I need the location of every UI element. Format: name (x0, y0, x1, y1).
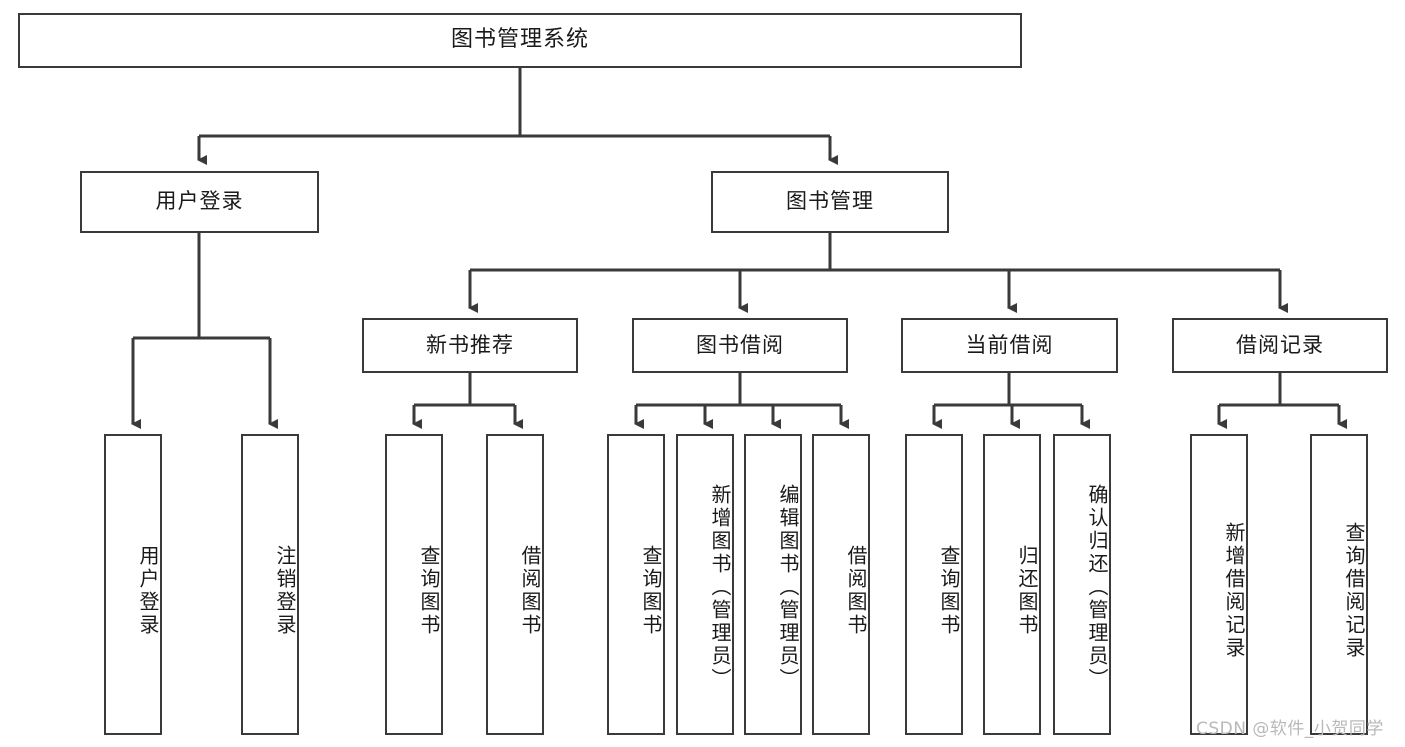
node-root[interactable]: 图书管理系统 (18, 13, 1022, 68)
node-borrow-record[interactable]: 借阅记录 (1172, 318, 1388, 373)
node-leaf-query-book-borrow[interactable]: 查询图书 (607, 434, 665, 735)
csdn-watermark: CSDN @软件_小贺同学 (1196, 719, 1384, 739)
node-book-manage[interactable]: 图书管理 (711, 171, 949, 233)
node-leaf-return-book[interactable]: 归还图书 (983, 434, 1041, 735)
node-new-book-recommend[interactable]: 新书推荐 (362, 318, 578, 373)
node-leaf-add-borrow-record[interactable]: 新增借阅记录 (1190, 434, 1248, 735)
node-leaf-query-book-new[interactable]: 查询图书 (385, 434, 443, 735)
node-leaf-query-borrow-record[interactable]: 查询借阅记录 (1310, 434, 1368, 735)
node-leaf-borrow-book[interactable]: 借阅图书 (812, 434, 870, 735)
node-leaf-logout[interactable]: 注销登录 (241, 434, 299, 735)
node-leaf-user-login[interactable]: 用户登录 (104, 434, 162, 735)
node-leaf-borrow-book-new[interactable]: 借阅图书 (486, 434, 544, 735)
node-leaf-confirm-return-admin[interactable]: 确认归还（管理员） (1053, 434, 1111, 735)
node-book-borrow[interactable]: 图书借阅 (632, 318, 848, 373)
node-leaf-query-book-current[interactable]: 查询图书 (905, 434, 963, 735)
node-current-borrow[interactable]: 当前借阅 (901, 318, 1118, 373)
node-leaf-add-book-admin[interactable]: 新增图书（管理员） (676, 434, 734, 735)
node-leaf-edit-book-admin[interactable]: 编辑图书（管理员） (744, 434, 802, 735)
node-user-login[interactable]: 用户登录 (80, 171, 319, 233)
